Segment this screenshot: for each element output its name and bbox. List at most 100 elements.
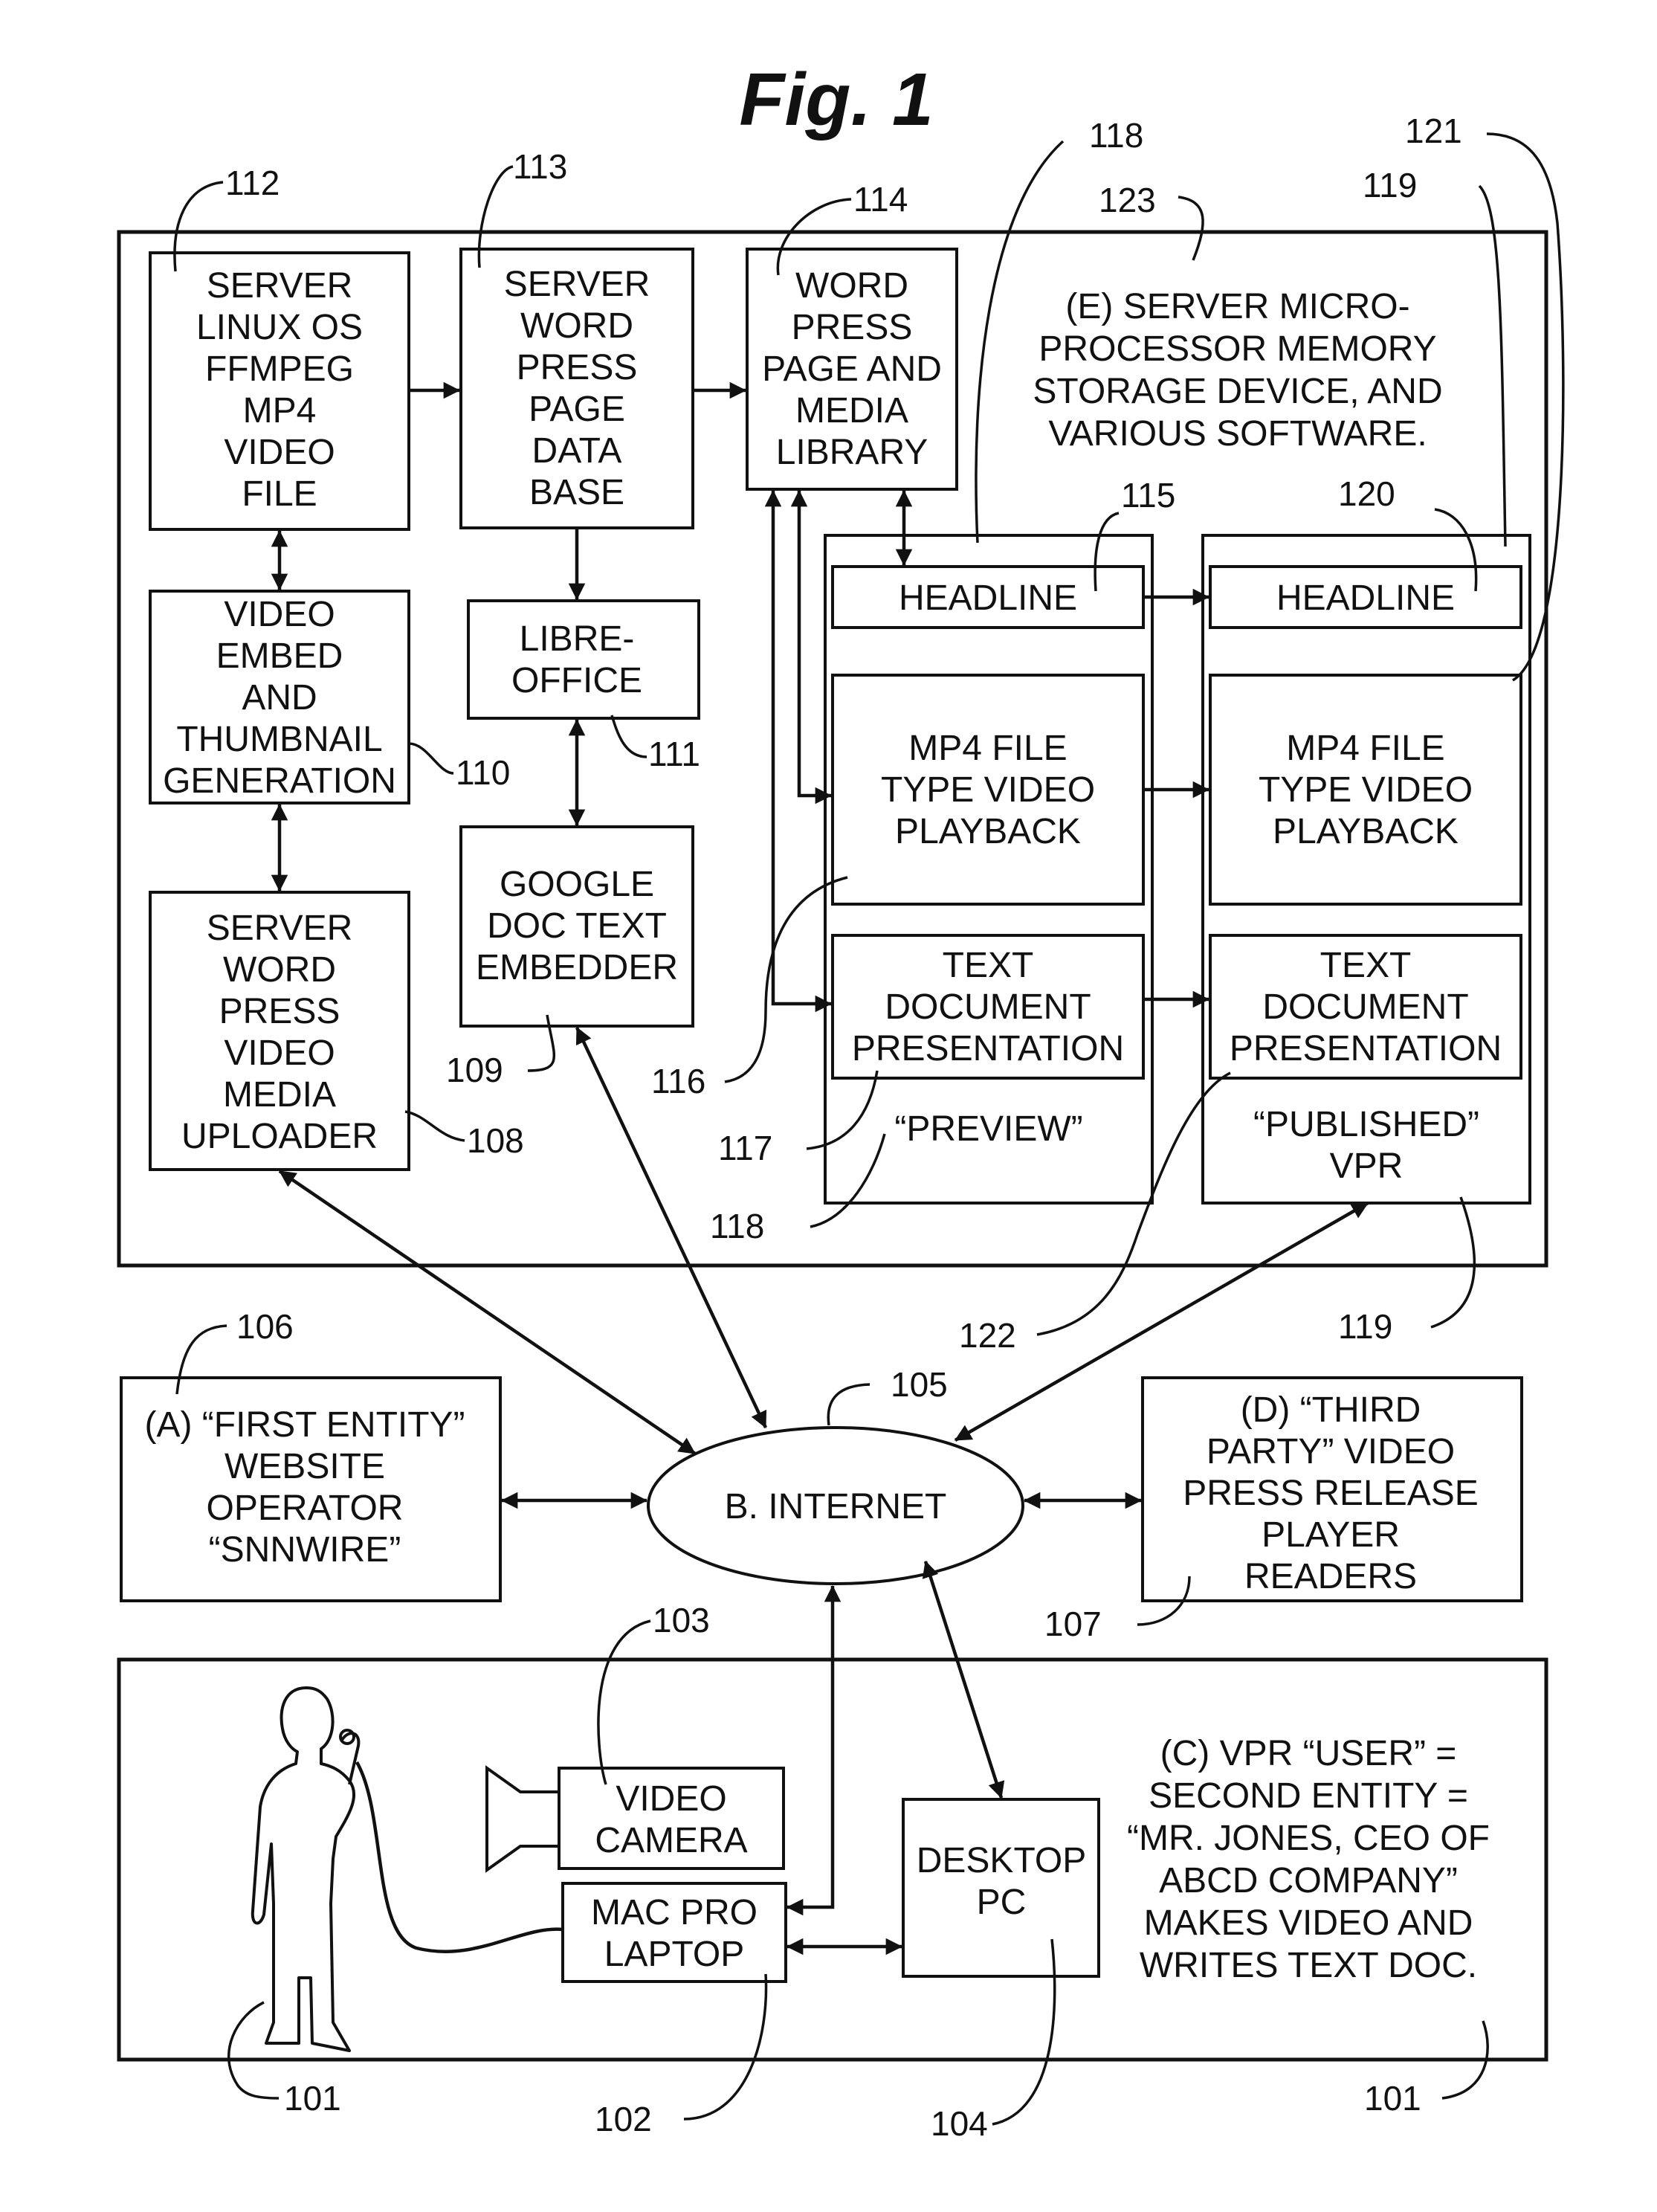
label-line: PC (977, 1883, 1027, 1922)
ref-118-bottom: 118 (710, 1207, 764, 1245)
label-line: TYPE VIDEO (1259, 770, 1473, 810)
label-line: “PREVIEW” (894, 1109, 1082, 1149)
label-line: GENERATION (163, 761, 396, 801)
label-line: DOCUMENT (1262, 987, 1468, 1027)
ref-113: 113 (513, 147, 567, 186)
desktop-label: DESKTOPPC (917, 1841, 1087, 1922)
preview-frame (825, 535, 1152, 1203)
ref-123: 123 (1099, 181, 1156, 219)
label-line: PARTY” VIDEO (1207, 1432, 1455, 1471)
label-line: LINUX OS (196, 308, 363, 347)
ref-102: 102 (595, 2100, 652, 2138)
label-line: THUMBNAIL (176, 720, 382, 759)
label-line: GOOGLE (500, 865, 654, 904)
label-line: FILE (242, 474, 317, 514)
published-caption: “PUBLISHED”VPR (1253, 1105, 1479, 1186)
published-frame (1203, 535, 1530, 1203)
label-line: OFFICE (511, 661, 642, 700)
label-line: PROCESSOR MEMORY (1039, 329, 1436, 369)
label-line: VIDEO (224, 595, 335, 634)
video-camera-label: VIDEOCAMERA (595, 1779, 747, 1860)
label-line: STORAGE DEVICE, AND (1033, 372, 1442, 411)
label-line: FFMPEG (205, 349, 354, 389)
label-line: HEADLINE (1276, 578, 1455, 618)
label-line: LIBRARY (776, 433, 928, 472)
label-line: EMBEDDER (476, 948, 678, 987)
wordpress-library-label: WORDPRESSPAGE ANDMEDIALIBRARY (762, 266, 942, 472)
label-line: MP4 (243, 391, 317, 431)
ref-121: 121 (1405, 112, 1462, 150)
linux-ffmpeg-label: SERVERLINUX OSFFMPEGMP4VIDEOFILE (196, 266, 363, 514)
laptop-label: MAC PROLAPTOP (591, 1893, 758, 1974)
label-line: WORD (795, 266, 908, 306)
ref-119-top: 119 (1363, 166, 1417, 204)
label-line: OPERATOR (207, 1489, 404, 1528)
ref-115: 115 (1121, 476, 1175, 515)
ref-119-bottom: 119 (1338, 1307, 1392, 1346)
ref-108: 108 (467, 1121, 524, 1160)
video-uploader-label: SERVERWORDPRESSVIDEOMEDIAUPLOADER (181, 909, 378, 1156)
preview-text-label: TEXTDOCUMENTPRESENTATION (852, 946, 1124, 1068)
published-video-label: MP4 FILETYPE VIDEOPLAYBACK (1259, 729, 1473, 851)
ref-106: 106 (236, 1307, 294, 1346)
video-embed-label: VIDEOEMBEDANDTHUMBNAILGENERATION (163, 595, 396, 801)
ref-105: 105 (891, 1365, 948, 1404)
laptop-internet-arrow (787, 1586, 833, 1907)
ref-122: 122 (959, 1316, 1016, 1355)
preview-caption: “PREVIEW” (894, 1109, 1082, 1149)
camera-lens-icon (487, 1768, 559, 1870)
label-line: PLAYBACK (895, 812, 1081, 851)
label-line: PLAYBACK (1273, 812, 1459, 851)
server-label: (E) SERVER MICRO-PROCESSOR MEMORYSTORAGE… (1033, 287, 1442, 454)
label-line: AND (242, 678, 317, 718)
figure-title: Fig. 1 (739, 58, 933, 141)
label-line: DOC TEXT (487, 906, 667, 946)
label-line: MP4 FILE (1286, 729, 1444, 768)
label-line: CAMERA (595, 1821, 747, 1860)
ref-117: 117 (718, 1129, 772, 1167)
label-line: PAGE AND (762, 349, 942, 389)
first-entity-label: (A) “FIRST ENTITY”WEBSITEOPERATOR“SNNWIR… (144, 1405, 465, 1570)
label-line: (C) VPR “USER” = (1160, 1734, 1457, 1773)
label-line: DATA (532, 431, 622, 471)
wordpress-database-label: SERVERWORDPRESSPAGEDATABASE (504, 265, 650, 512)
libreoffice-block (468, 601, 699, 718)
label-line: MP4 FILE (908, 729, 1067, 768)
label-line: DOCUMENT (885, 987, 1091, 1027)
label-line: ABCD COMPANY” (1159, 1861, 1458, 1900)
ref-110: 110 (456, 753, 510, 792)
label-line: VIDEO (616, 1779, 726, 1819)
ref-118-top: 118 (1089, 116, 1143, 155)
label-line: PRESS (219, 992, 340, 1031)
label-line: (A) “FIRST ENTITY” (144, 1405, 465, 1445)
label-line: PRESS (792, 308, 913, 347)
third-party-label: (D) “THIRDPARTY” VIDEOPRESS RELEASEPLAYE… (1183, 1390, 1479, 1596)
ref-116: 116 (651, 1062, 705, 1100)
label-line: MAC PRO (591, 1893, 758, 1932)
label-line: “PUBLISHED” (1253, 1105, 1479, 1144)
ref-120: 120 (1338, 474, 1395, 513)
label-line: (D) “THIRD (1241, 1390, 1421, 1430)
ref-112: 112 (225, 164, 280, 202)
google-doc-label: GOOGLEDOC TEXTEMBEDDER (476, 865, 678, 987)
ref-111: 111 (648, 735, 700, 773)
published-headline-label: HEADLINE (1276, 578, 1455, 618)
ref-103: 103 (653, 1601, 710, 1639)
libreoffice-label: LIBRE-OFFICE (511, 619, 642, 700)
label-line: PLAYER (1262, 1515, 1400, 1555)
published-text-label: TEXTDOCUMENTPRESENTATION (1230, 946, 1502, 1068)
label-line: UPLOADER (181, 1117, 378, 1156)
label-line: WORD (223, 950, 336, 990)
label-line: EMBED (216, 636, 343, 676)
label-line: TEXT (943, 946, 1034, 985)
label-line: PRESENTATION (1230, 1029, 1502, 1068)
label-line: WORD (520, 306, 633, 346)
label-line: MAKES VIDEO AND (1144, 1903, 1473, 1943)
desktop-internet-arrow (926, 1561, 1001, 1798)
label-line: SERVER (207, 266, 353, 306)
label-line: VIDEO (224, 433, 335, 472)
label-line: READERS (1244, 1557, 1417, 1596)
ref-104: 104 (931, 2104, 988, 2143)
label-line: VIDEO (224, 1034, 335, 1073)
label-line: TEXT (1320, 946, 1412, 985)
